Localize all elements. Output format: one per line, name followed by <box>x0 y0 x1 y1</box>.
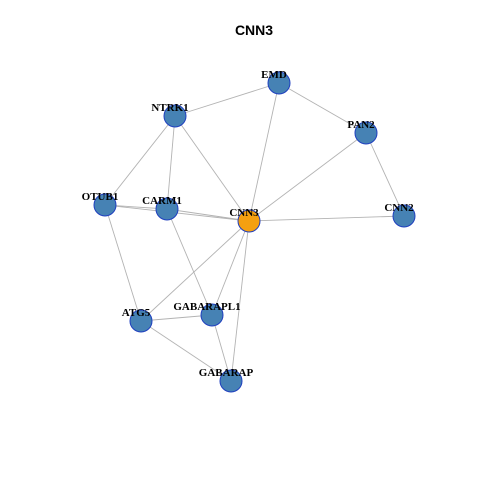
node-cnn3[interactable] <box>237 209 261 233</box>
node-label-pan2: PAN2 <box>347 119 375 131</box>
node-label-ntrk1: NTRK1 <box>151 102 188 114</box>
edge-carm1-cnn3 <box>166 208 250 222</box>
node-gabarapl1[interactable] <box>200 303 224 327</box>
edge-cnn3-gabarapl1 <box>211 220 250 316</box>
edge-emd-ntrk1 <box>174 82 280 117</box>
node-label-gabarap: GABARAP <box>199 367 254 379</box>
node-atg5[interactable] <box>129 309 153 333</box>
node-cnn2[interactable] <box>392 204 416 228</box>
edge-cnn3-cnn2 <box>248 215 405 222</box>
edge-atg5-gabarap <box>140 320 232 382</box>
graph-title: CNN3 <box>235 22 273 38</box>
edge-pan2-cnn2 <box>365 132 405 217</box>
edge-ntrk1-cnn3 <box>174 115 250 222</box>
edge-carm1-gabarapl1 <box>166 208 213 316</box>
node-label-gabarapl1: GABARAPL1 <box>173 301 240 313</box>
edge-ntrk1-otub1 <box>104 115 176 206</box>
node-label-carm1: CARM1 <box>142 195 182 207</box>
node-ntrk1[interactable] <box>163 104 187 128</box>
node-emd[interactable] <box>267 71 291 95</box>
node-carm1[interactable] <box>155 197 179 221</box>
edge-otub1-atg5 <box>104 204 142 322</box>
node-label-cnn2: CNN2 <box>384 202 414 214</box>
node-label-atg5: ATG5 <box>122 307 151 319</box>
node-label-emd: EMD <box>261 69 287 81</box>
node-pan2[interactable] <box>354 121 378 145</box>
edges-layer <box>104 82 405 382</box>
edge-emd-cnn3 <box>248 82 280 222</box>
edge-ntrk1-carm1 <box>166 115 176 210</box>
edge-cnn3-atg5 <box>140 220 250 322</box>
node-label-cnn3: CNN3 <box>229 207 259 219</box>
node-gabarap[interactable] <box>219 369 243 393</box>
edge-atg5-gabarapl1 <box>140 314 213 322</box>
edge-pan2-cnn3 <box>248 132 367 222</box>
edge-cnn3-gabarap <box>230 220 250 382</box>
edge-emd-pan2 <box>278 82 367 134</box>
nodes-layer <box>93 71 416 393</box>
node-label-otub1: OTUB1 <box>82 191 119 203</box>
node-otub1[interactable] <box>93 193 117 217</box>
